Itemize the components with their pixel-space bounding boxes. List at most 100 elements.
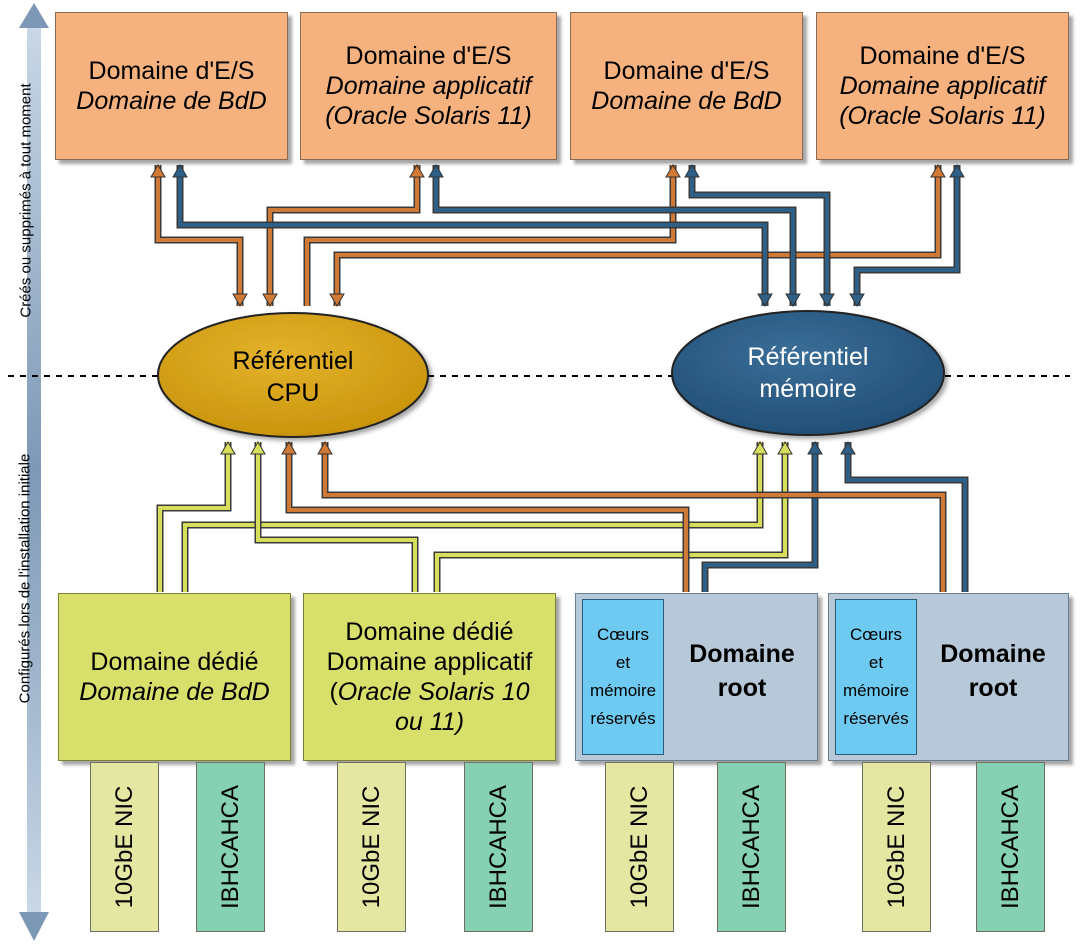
dedicated-domain-2: Domaine dédié Domaine applicatif (Oracle… (303, 593, 556, 761)
cpu-link-top-1-end-head (232, 293, 248, 307)
cpu-link-top-1-start-head (150, 164, 166, 178)
cpu-link-top-2-outline (266, 165, 421, 306)
ded-link-1b (181, 441, 768, 592)
cpu-link-top-4-line (335, 165, 940, 306)
hca-card-3: IBHCAHCA (717, 762, 786, 932)
mem-link-top-4-end-head (849, 293, 865, 307)
ded-link-2b (433, 441, 793, 592)
hca-card-2-label: IBHCAHCA (484, 784, 512, 910)
mem-link-top-2-end-head (785, 293, 801, 307)
root-link-1a-end-head (281, 441, 297, 455)
mem-link-top-2 (428, 164, 801, 307)
reserved-1-line3: mémoire (589, 681, 657, 700)
ded-link-1a-outline (156, 442, 232, 592)
mem-link-top-2-start-head (428, 164, 444, 178)
nic-card-3-label: 10GbE NIC (625, 785, 653, 909)
hca-card-4: IBHCAHCA (976, 762, 1045, 932)
mem-link-top-1 (172, 164, 773, 307)
arrow-layer (150, 164, 969, 592)
mem-link-top-1-line (178, 165, 767, 306)
root-link-1a (281, 441, 690, 592)
memory-pool-ellipse (671, 310, 945, 436)
root-domain-2-label2: root (968, 674, 1018, 702)
top-domain-3: Domaine d'E/S Domaine de BdD (570, 12, 803, 160)
mem-link-top-1-start-head (172, 164, 188, 178)
hca-card-1: IBHCAHCA (196, 762, 265, 932)
top-domain-4-line1: Domaine d'E/S (859, 42, 1026, 70)
dedicated-domain-2-line2: Domaine applicatif (326, 648, 533, 676)
ded-link-2b-line (435, 442, 787, 592)
cpu-link-top-1-line (156, 165, 242, 306)
reserved-1-line2: et (615, 653, 631, 672)
hca-card-2: IBHCAHCA (464, 762, 533, 932)
mem-link-top-3-outline (688, 165, 831, 306)
root-link-2b-line (846, 442, 967, 592)
ded-link-2a (250, 441, 419, 592)
reserved-1-line1: Cœurs (597, 625, 649, 644)
reserved-2-line2: et (868, 653, 884, 672)
ded-link-1a (156, 441, 236, 592)
ded-link-2a-line (256, 442, 417, 592)
nic-card-2-label: 10GbE NIC (357, 785, 385, 909)
root-domain-1-reserved: Cœurs et mémoire réservés (582, 599, 664, 755)
dedicated-domain-1-line2: Domaine de BdD (79, 678, 270, 706)
cpu-link-top-3-start-head (665, 164, 681, 178)
cpu-link-top-4-start-head (930, 164, 946, 178)
ded-link-2a-outline (254, 442, 419, 592)
cpu-link-top-2 (262, 164, 425, 307)
root-link-2a-end-head (317, 441, 333, 455)
nic-card-3: 10GbE NIC (605, 762, 674, 932)
mem-link-top-1-end-head (757, 293, 773, 307)
ded-link-1a-end-head (220, 441, 236, 455)
dedicated-domain-2-line1: Domaine dédié (345, 618, 514, 646)
cpu-pool-line2: CPU (266, 379, 320, 407)
mem-link-top-4 (849, 164, 965, 307)
mem-link-top-4-outline (853, 165, 961, 306)
root-domain-2-reserved: Cœurs et mémoire réservés (835, 599, 917, 755)
ded-link-1a-line (158, 442, 230, 592)
hca-card-1-label: IBHCAHCA (216, 784, 244, 910)
dedicated-domain-2-os: Oracle Solaris 10 (337, 678, 530, 706)
dedicated-domain-1: Domaine dédié Domaine de BdD (58, 593, 291, 761)
top-domain-1-line1: Domaine d'E/S (88, 57, 255, 85)
cpu-link-top-3 (303, 164, 681, 306)
root-domain-1-label1: Domaine (689, 640, 795, 668)
cpu-link-top-3-outline (303, 165, 677, 306)
root-domain-1-label: Domaine root (668, 637, 816, 705)
mem-link-top-3-line (690, 165, 829, 306)
cpu-link-top-3-line (305, 165, 675, 306)
ded-link-2a-end-head (250, 441, 266, 455)
root-link-2a-line (323, 442, 945, 592)
nic-card-2: 10GbE NIC (337, 762, 406, 932)
top-domain-2-line3: (Oracle Solaris 11) (325, 102, 532, 130)
root-link-2b-end-head (840, 441, 856, 455)
side-label-bottom: Configurés lors de l'installation initia… (16, 453, 34, 704)
mem-link-top-3-end-head (819, 293, 835, 307)
reserved-2-line3: mémoire (842, 681, 910, 700)
cpu-pool-ellipse (157, 312, 429, 438)
cpu-link-top-2-start-head (409, 164, 425, 178)
side-double-arrow (19, 3, 49, 941)
cpu-link-top-2-end-head (262, 293, 278, 307)
root-link-1b (701, 441, 823, 592)
top-domain-2-line1: Domaine d'E/S (345, 42, 512, 70)
top-domain-2-line2: Domaine applicatif (325, 72, 532, 100)
root-domain-1-label2: root (717, 674, 767, 702)
hca-card-4-label: IBHCAHCA (996, 784, 1024, 910)
cpu-pool-label: Référentiel CPU (193, 345, 393, 409)
dedicated-domain-2-paren: ( (329, 678, 338, 706)
ded-link-1b-end-head (752, 441, 768, 455)
cpu-link-top-4-end-head (329, 293, 345, 307)
mem-link-top-2-outline (432, 165, 797, 306)
mem-link-top-4-start-head (949, 164, 965, 178)
top-domain-4: Domaine d'E/S Domaine applicatif (Oracle… (816, 12, 1069, 160)
top-domain-4-line2: Domaine applicatif (839, 72, 1046, 100)
cpu-link-top-4 (329, 164, 946, 307)
mem-link-top-3-start-head (684, 164, 700, 178)
dedicated-domain-1-line1: Domaine dédié (90, 648, 259, 676)
top-domain-3-line2: Domaine de BdD (591, 87, 782, 115)
memory-pool-label: Référentiel mémoire (708, 341, 908, 405)
root-link-2b (840, 441, 969, 592)
ded-link-2b-end-head (777, 441, 793, 455)
